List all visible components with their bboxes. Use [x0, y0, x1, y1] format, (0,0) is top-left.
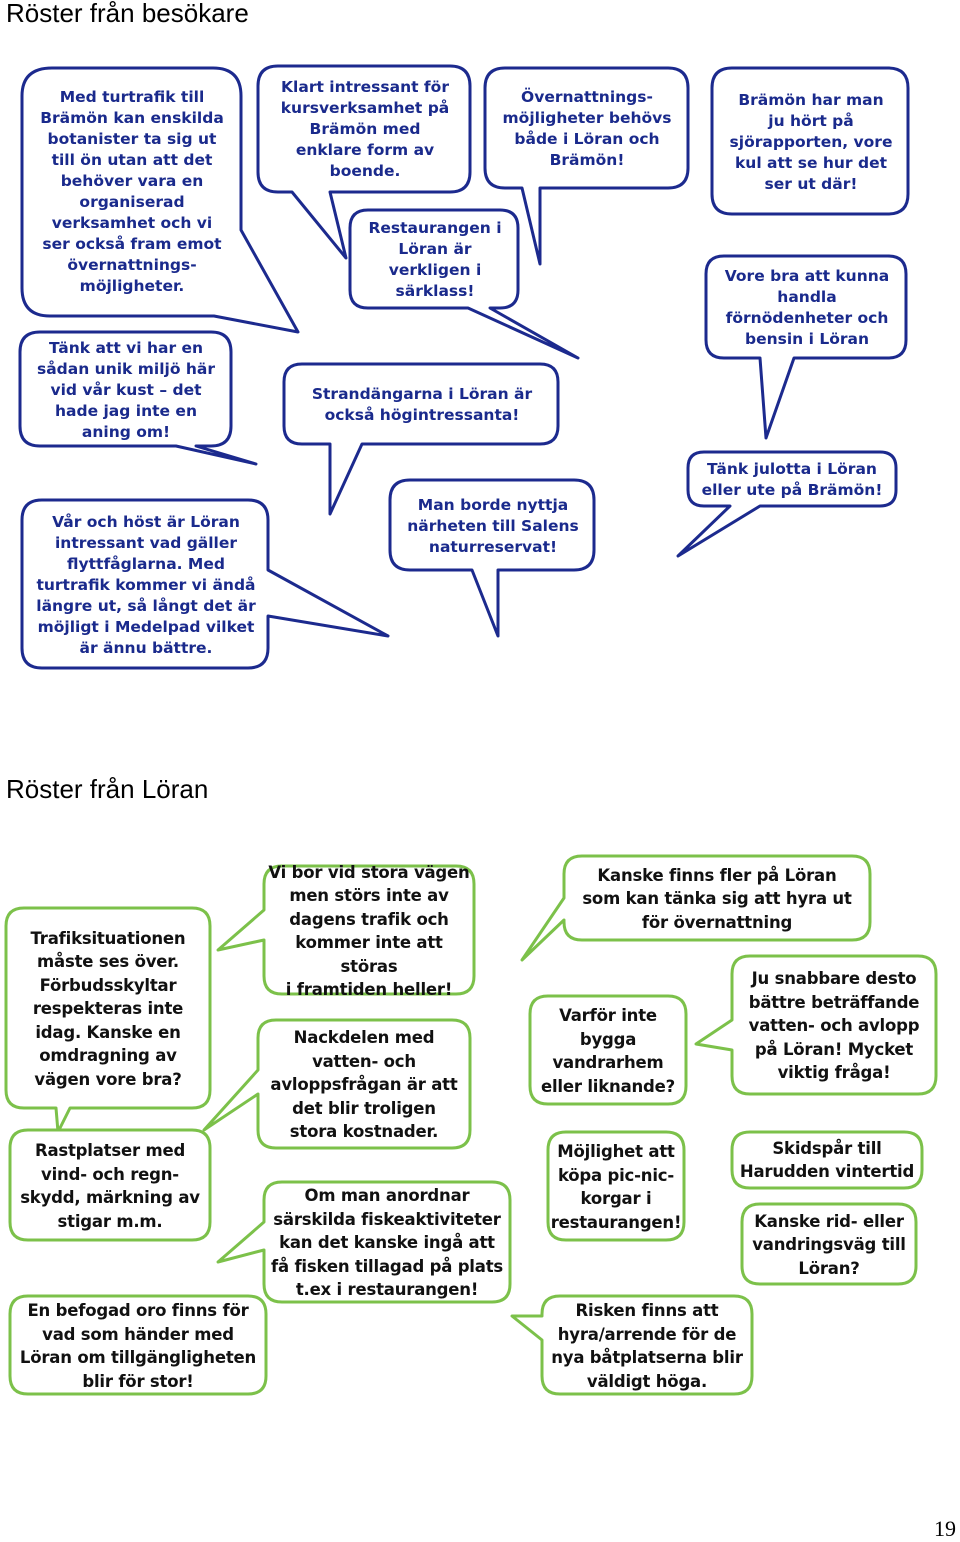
- bubble-shape-g9: [546, 1130, 686, 1242]
- bubble-shape-g4: [202, 1018, 472, 1150]
- loran-quote-4: Nackdelen med vatten- och avloppsfrågan …: [270, 1028, 458, 1142]
- visitor-quote-11: Tänk julotta i Löran eller ute på Brämön…: [701, 460, 883, 499]
- bubble-shape-5: [348, 208, 580, 360]
- loran-quote-5: Varför inte bygga vandrarhem eller likna…: [540, 1006, 676, 1096]
- bubble-shape-g6: [694, 954, 938, 1096]
- visitor-quote-7: Övernattnings- möjligheter behövs både i…: [502, 88, 672, 169]
- bubble-shape-g3: [520, 854, 872, 962]
- visitor-quote-3: Vår och höst är Löran intressant vad gäl…: [36, 512, 256, 657]
- loran-quote-13: Risken finns att hyra/arrende för de nya…: [551, 1301, 743, 1391]
- bubble-shape-g11: [740, 1202, 918, 1286]
- bubble-shape-g2: [216, 864, 476, 996]
- loran-quote-7: Rastplatser med vind- och regn- skydd, m…: [20, 1141, 200, 1231]
- bubble-shape-11: [676, 450, 898, 558]
- loran-quote-8: Om man anordnar särskilda fiskeaktivitet…: [270, 1186, 503, 1300]
- bubble-shape-g7: [8, 1128, 212, 1242]
- loran-quote-1: Trafiksituationen måste ses över. Förbud…: [30, 928, 186, 1089]
- bubble-shape-g13: [510, 1294, 754, 1396]
- bubble-shape-3: [20, 498, 390, 670]
- loran-quote-3: Kanske finns fler på Löran som kan tänka…: [582, 865, 852, 932]
- loran-quote-11: Kanske rid- eller vandringsväg till Löra…: [752, 1211, 906, 1278]
- visitor-quote-4: Klart intressant för kursverksamhet på B…: [280, 77, 450, 180]
- bubble-shape-10: [704, 254, 908, 440]
- loran-quote-9: Möjlighet att köpa pic-nic- korgar i res…: [550, 1142, 682, 1232]
- bubble-shape-g12: [8, 1294, 268, 1396]
- visitor-quote-10: Vore bra att kunna handla förnödenheter …: [724, 267, 890, 348]
- section-title-loran: Röster från Löran: [6, 774, 209, 804]
- bubble-shape-2: [18, 330, 258, 466]
- bubble-shape-8: [388, 478, 596, 638]
- loran-quote-2: Vi bor vid stora vägen men störs inte av…: [268, 862, 470, 1000]
- loran-quote-6: Ju snabbare desto bättre beträffande vat…: [748, 969, 920, 1083]
- bubble-shape-4: [256, 64, 472, 260]
- bubble-shape-g5: [528, 994, 688, 1106]
- bubble-shape-g8: [216, 1180, 512, 1304]
- visitor-quote-8: Man borde nyttja närheten till Salens na…: [407, 495, 579, 556]
- bubble-shape-g1: [4, 906, 212, 1134]
- bubble-shape-7: [483, 66, 690, 266]
- visitor-quote-1: Med turtrafik till Brämön kan enskilda b…: [40, 88, 224, 295]
- loran-quote-10: Skidspår till Harudden vintertid: [739, 1138, 915, 1182]
- visitor-quote-9: Brämön har man ju hört på sjörapporten, …: [729, 90, 893, 193]
- bubble-shape-g10: [730, 1130, 924, 1190]
- section-title-visitors: Röster från besökare: [6, 0, 249, 28]
- visitor-quote-2: Tänk att vi har en sådan unik miljö här …: [36, 338, 216, 441]
- page-number: 19: [934, 1516, 956, 1541]
- visitor-quote-6: Strandängarna i Löran är också högintres…: [311, 385, 533, 424]
- bubble-shape-6: [282, 362, 560, 516]
- visitor-quote-5: Restaurangen i Löran är verkligen i särk…: [368, 219, 502, 300]
- loran-quote-12: En befogad oro finns för vad som händer …: [19, 1301, 257, 1391]
- bubble-shape-1: [20, 66, 300, 334]
- bubble-shape-9: [710, 66, 910, 216]
